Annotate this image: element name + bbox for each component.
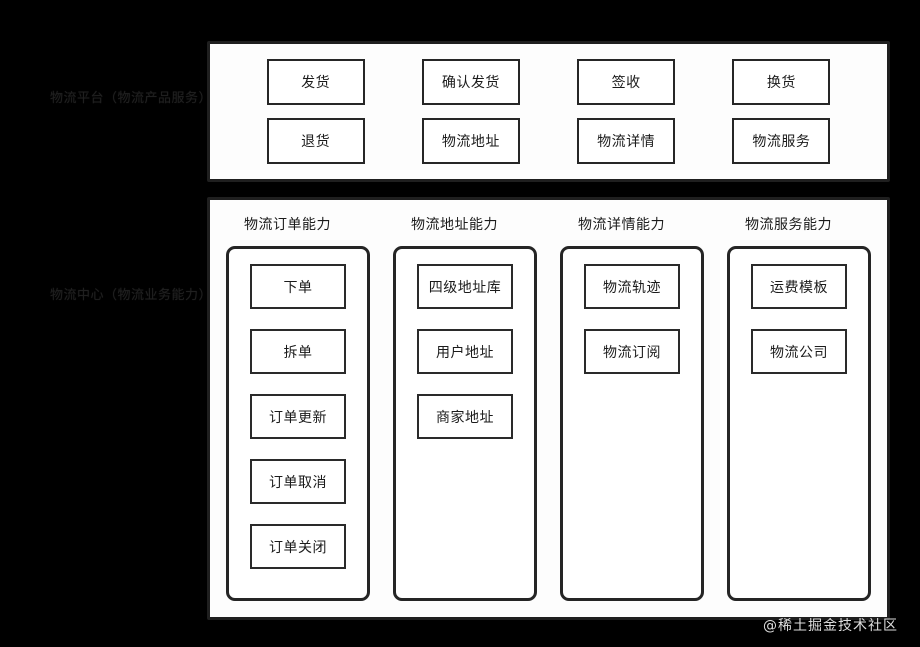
section-label-logistics-center: 物流中心（物流业务能力）	[50, 288, 213, 303]
product-box-wuliu-fuwu[interactable]: 物流服务	[732, 118, 831, 165]
capability-column-title-order: 物流订单能力	[244, 217, 331, 233]
capability-item-yonghu-dizhi[interactable]: 用户地址	[417, 329, 513, 374]
capability-column-body-detail: 物流轨迹 物流订阅	[560, 246, 704, 601]
capability-column-body-service: 运费模板 物流公司	[727, 246, 871, 601]
capability-item-dingdan-quxiao[interactable]: 订单取消	[250, 459, 346, 504]
capability-column-order: 物流订单能力 下单 拆单 订单更新 订单取消 订单关闭	[226, 214, 370, 601]
capability-columns: 物流订单能力 下单 拆单 订单更新 订单取消 订单关闭 物流地址能力 四级地址库…	[210, 200, 887, 617]
capability-item-yunfei-muban[interactable]: 运费模板	[751, 264, 847, 309]
product-box-qianshou[interactable]: 签收	[577, 58, 676, 105]
product-box-wuliu-xiangqing[interactable]: 物流详情	[577, 118, 676, 165]
logistics-product-panel: 发货 确认发货 签收 换货 退货 物流地址 物流详情 物流服务	[207, 41, 890, 182]
product-box-fahuo[interactable]: 发货	[266, 58, 365, 105]
product-box-tuihuo[interactable]: 退货	[266, 118, 365, 165]
capability-column-address: 物流地址能力 四级地址库 用户地址 商家地址	[393, 214, 537, 601]
product-box-wuliu-dizhi[interactable]: 物流地址	[421, 118, 520, 165]
capability-item-sijidizhiku[interactable]: 四级地址库	[417, 264, 513, 309]
capability-column-body-order: 下单 拆单 订单更新 订单取消 订单关闭	[226, 246, 370, 601]
logistics-capability-panel: 物流订单能力 下单 拆单 订单更新 订单取消 订单关闭 物流地址能力 四级地址库…	[207, 197, 890, 620]
capability-column-detail: 物流详情能力 物流轨迹 物流订阅	[560, 214, 704, 601]
capability-item-wuliu-guiji[interactable]: 物流轨迹	[584, 264, 680, 309]
capability-item-dingdan-gengxin[interactable]: 订单更新	[250, 394, 346, 439]
capability-item-shangjia-dizhi[interactable]: 商家地址	[417, 394, 513, 439]
section-label-logistics-platform: 物流平台（物流产品服务）	[50, 91, 213, 106]
product-box-queren-fahuo[interactable]: 确认发货	[421, 58, 520, 105]
product-box-huanhuo[interactable]: 换货	[732, 58, 831, 105]
capability-item-wuliu-dingyue[interactable]: 物流订阅	[584, 329, 680, 374]
capability-item-chaidan[interactable]: 拆单	[250, 329, 346, 374]
capability-item-wuliu-gongsi[interactable]: 物流公司	[751, 329, 847, 374]
capability-column-service: 物流服务能力 运费模板 物流公司	[727, 214, 871, 601]
capability-item-dingdan-guanbi[interactable]: 订单关闭	[250, 524, 346, 569]
capability-column-title-service: 物流服务能力	[745, 217, 832, 233]
capability-column-body-address: 四级地址库 用户地址 商家地址	[393, 246, 537, 601]
capability-column-title-detail: 物流详情能力	[578, 217, 665, 233]
capability-item-xiadan[interactable]: 下单	[250, 264, 346, 309]
capability-column-title-address: 物流地址能力	[411, 217, 498, 233]
product-grid: 发货 确认发货 签收 换货 退货 物流地址 物流详情 物流服务	[210, 44, 887, 179]
